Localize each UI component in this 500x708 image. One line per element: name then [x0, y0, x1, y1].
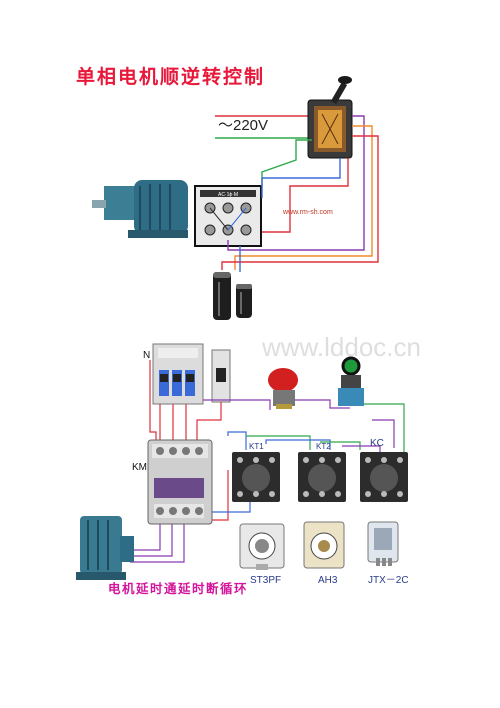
label-ah3: AH3 [318, 575, 338, 586]
contactor-km [147, 439, 213, 525]
relay-socket-kc [360, 452, 408, 502]
label-jtx-2c: JTX－2C [368, 575, 409, 586]
diagram-title-2: 电机延时通延时断循环 [108, 581, 249, 596]
website-label: www.rm-sh.com [282, 209, 333, 216]
motor-photo-top [92, 180, 188, 238]
label-st3pf: ST3PF [250, 575, 281, 586]
timer-st3pf [239, 523, 285, 570]
circuit-breaker [152, 343, 204, 405]
single-pole-breaker [211, 349, 231, 403]
top-wires [221, 115, 379, 272]
svg-text:AC·1ϕ·M: AC·1ϕ·M [218, 192, 238, 198]
relay-socket-kt1 [232, 452, 280, 502]
label-n: N [143, 350, 150, 361]
rotary-switch [307, 76, 353, 159]
diagram-title-1: 单相电机顺逆转控制 [76, 66, 266, 88]
capacitor-left [213, 272, 231, 320]
watermark: www.lddoc.cn [261, 332, 421, 362]
label-kt2: KT2 [316, 442, 331, 451]
label-km: KM [132, 462, 147, 473]
voltage-label: ～220V [218, 117, 268, 134]
relay-jtx-2c [367, 521, 399, 566]
capacitor-right [236, 284, 252, 318]
emergency-stop-button [268, 368, 298, 409]
relay-socket-kt2 [298, 452, 346, 502]
bottom-wires [130, 360, 405, 563]
terminal-box: AC·1ϕ·M [194, 185, 262, 247]
label-kt1: KT1 [249, 442, 264, 451]
label-kc: KC [370, 438, 384, 449]
indicator-light [338, 356, 364, 406]
timer-ah3 [303, 521, 345, 569]
motor-photo-bottom [76, 516, 134, 580]
